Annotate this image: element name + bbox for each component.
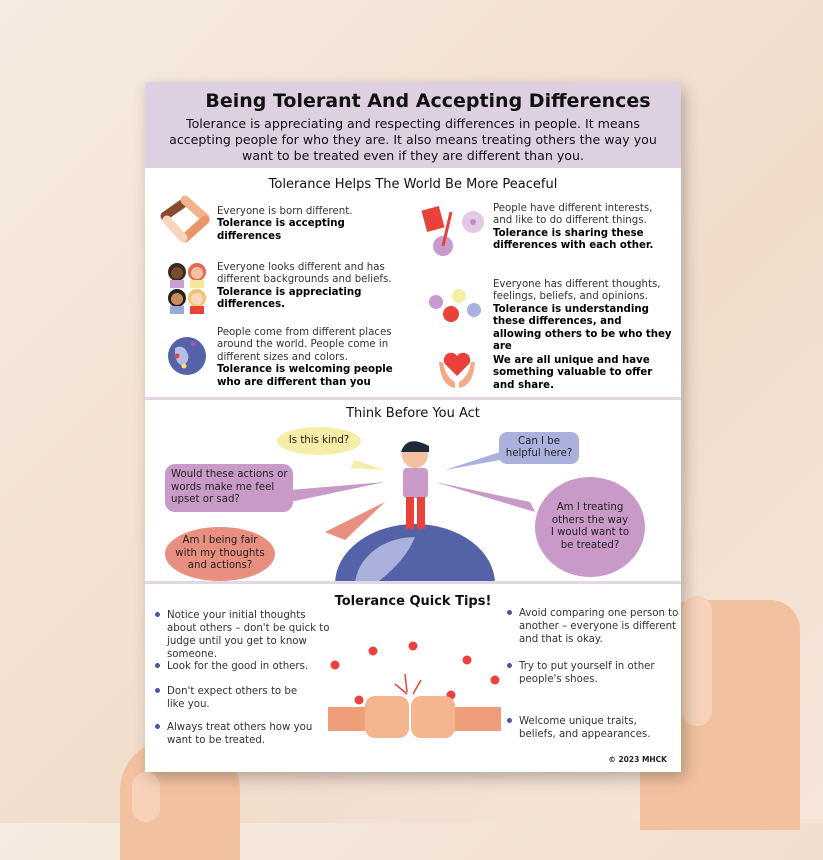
copyright: © 2023 MHCK	[608, 755, 667, 764]
tip-item: Notice your initial thoughts about other…	[155, 609, 335, 661]
joined-hands-icon	[160, 195, 210, 243]
tip-item: Try to put yourself in other people's sh…	[507, 660, 667, 686]
section-title-think: Think Before You Act	[346, 406, 480, 421]
speech-bubbles-icon	[429, 289, 481, 322]
left-thumb	[132, 772, 160, 822]
section-divider	[145, 581, 681, 584]
section-divider	[145, 397, 681, 400]
hobbies-icon	[421, 206, 484, 256]
list-item: People come from different places around…	[217, 327, 393, 388]
list-item: People have different interests, and lik…	[493, 203, 654, 252]
heart-in-hands-icon	[439, 352, 475, 388]
tip-item: Welcome unique traits, beliefs, and appe…	[507, 715, 667, 741]
poster: Being Tolerant And Accepting Differences…	[145, 82, 681, 772]
intro-text: Tolerance is appreciating and respecting…	[169, 116, 657, 163]
speech-bubble: Would these actions or words make me fee…	[165, 464, 293, 512]
tip-item: Always treat others how you want to be t…	[155, 721, 325, 747]
section-title-peaceful: Tolerance Helps The World Be More Peacef…	[268, 177, 558, 192]
think-illustration	[290, 441, 535, 584]
world-map-icon	[168, 337, 206, 375]
list-item: We are all unique and have something val…	[493, 355, 653, 391]
section-title-tips: Tolerance Quick Tips!	[334, 594, 492, 609]
right-thumb	[682, 596, 712, 726]
list-item: Everyone looks different and has differe…	[217, 262, 392, 311]
speech-bubble: Can I be helpful here?	[499, 432, 579, 464]
speech-bubble: Am I being fair with my thoughts and act…	[165, 527, 275, 581]
list-item: Everyone has different thoughts, feeling…	[493, 279, 672, 353]
fist-bump-icon	[328, 641, 501, 738]
tip-item: Avoid comparing one person to another – …	[507, 607, 679, 646]
tip-item: Don't expect others to be like you.	[155, 685, 305, 711]
tip-item: Look for the good in others.	[155, 660, 335, 673]
diverse-kids-icon	[168, 263, 206, 314]
speech-bubble: Is this kind?	[277, 427, 361, 455]
speech-bubble: Am I treating others the way I would wan…	[535, 477, 645, 577]
list-item: Everyone is born different.Tolerance is …	[217, 206, 353, 242]
page-title: Being Tolerant And Accepting Differences	[205, 90, 651, 112]
header-band: Being Tolerant And Accepting Differences…	[145, 82, 681, 168]
